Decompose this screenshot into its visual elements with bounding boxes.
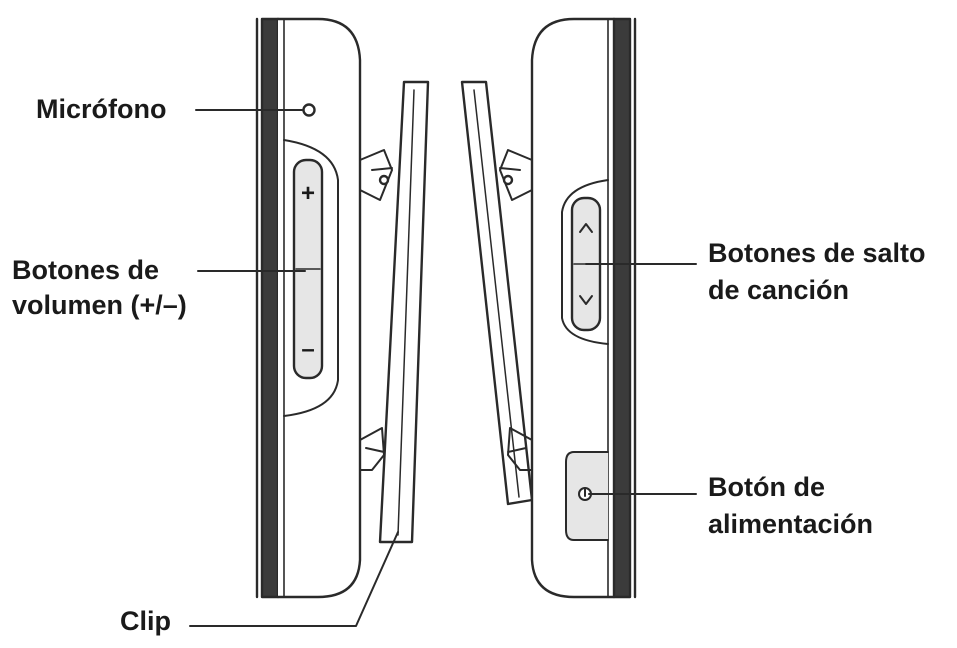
chevron-up-icon[interactable] (579, 223, 593, 233)
label-skip-line2: de canción (708, 275, 850, 305)
right-hinge-bottom (507, 427, 533, 471)
volume-down-glyph: – (301, 336, 315, 363)
chevron-down-icon[interactable] (579, 295, 593, 305)
label-volume-line1: Botones de (12, 255, 160, 285)
microphone-hole-icon (302, 103, 316, 117)
leader-lines (189, 109, 697, 627)
left-clip (378, 80, 430, 544)
label-clip: Clip (120, 606, 171, 636)
volume-up-glyph: + (300, 180, 315, 207)
label-volume-line2: volumen (+/–) (12, 290, 187, 320)
left-device (255, 17, 393, 599)
label-power-line1: Botón de (708, 472, 825, 502)
volume-recess (283, 139, 339, 417)
label-microphone: Micrófono (36, 94, 167, 124)
leader-clip (189, 531, 399, 627)
right-hinge-top (499, 149, 533, 201)
label-power-line2: alimentación (708, 509, 874, 539)
right-edge-band (612, 17, 632, 599)
skip-recess (561, 179, 609, 345)
left-hinge-bottom (359, 427, 385, 471)
right-clip (460, 80, 534, 506)
label-skip-line1: Botones de salto (708, 238, 926, 268)
right-device (499, 17, 637, 599)
left-hinge-top (359, 149, 393, 201)
left-edge-band (260, 17, 280, 599)
